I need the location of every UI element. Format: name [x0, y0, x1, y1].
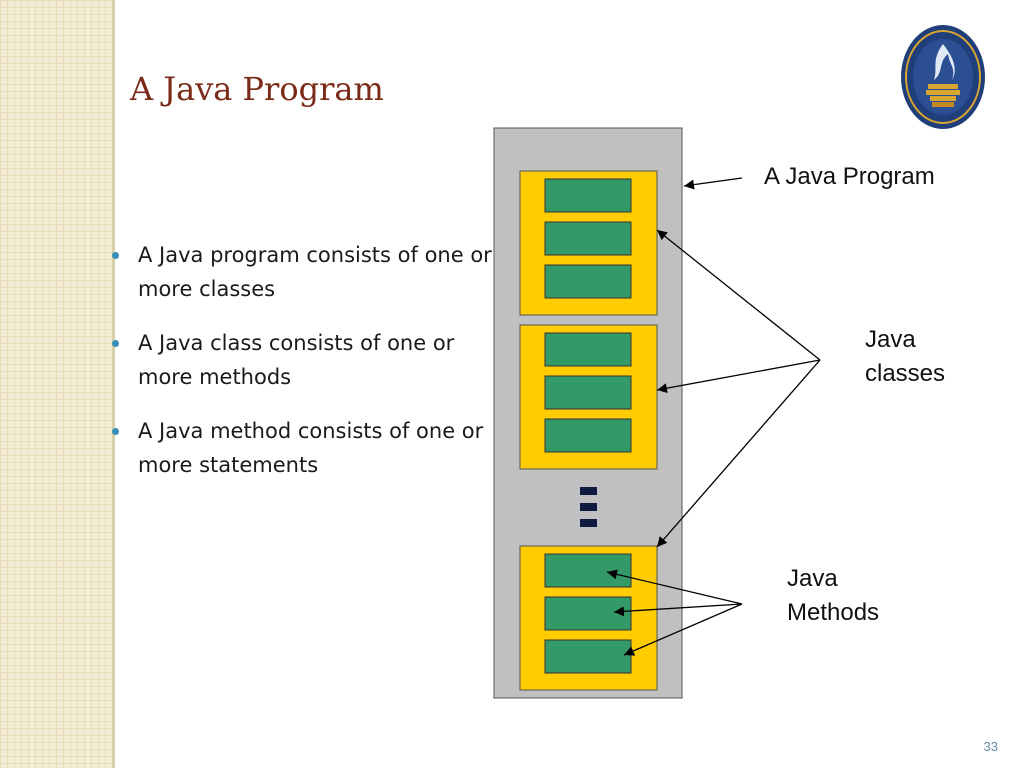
- classes-arrow: [656, 359, 821, 394]
- classes-label-line: Java: [865, 326, 916, 353]
- program-label: A Java Program: [764, 163, 935, 190]
- method-box: [544, 639, 632, 674]
- method-box: [544, 332, 632, 367]
- methods-label-line: Java: [787, 565, 838, 592]
- program-arrow: [683, 177, 743, 190]
- methods-label: Java Methods: [787, 562, 879, 630]
- method-box: [544, 264, 632, 299]
- bullet-dot-icon: [112, 252, 119, 259]
- classes-arrow: [656, 359, 821, 548]
- bullet-text: A Java program consists of one or more c…: [138, 243, 492, 301]
- bullet-item: A Java method consists of one or more st…: [112, 414, 492, 482]
- page-number: 33: [983, 739, 998, 754]
- side-band-divider: [112, 0, 115, 768]
- bullet-item: A Java program consists of one or more c…: [112, 238, 492, 306]
- method-box: [544, 553, 632, 588]
- methods-arrow: [606, 569, 743, 605]
- classes-arrow: [656, 229, 821, 361]
- ellipsis-dash: [580, 519, 597, 527]
- bullet-text: A Java class consists of one or more met…: [138, 331, 455, 389]
- slide-title: A Java Program: [130, 70, 384, 108]
- university-logo: [901, 25, 985, 129]
- bullet-text: A Java method consists of one or more st…: [138, 419, 484, 477]
- bullet-item: A Java class consists of one or more met…: [112, 326, 492, 394]
- bullet-dot-icon: [112, 428, 119, 435]
- method-box: [544, 178, 632, 213]
- methods-arrow: [613, 603, 743, 617]
- method-box: [544, 221, 632, 256]
- decorative-side-band: [0, 0, 112, 768]
- bullet-list: A Java program consists of one or more c…: [112, 238, 492, 502]
- bullet-dot-icon: [112, 340, 119, 347]
- classes-label-line: classes: [865, 360, 946, 387]
- classes-label: Java classes: [865, 323, 945, 391]
- ellipsis-dash: [580, 503, 597, 511]
- method-box: [544, 596, 632, 631]
- method-box: [544, 418, 632, 453]
- method-box: [544, 375, 632, 410]
- methods-arrow: [623, 603, 743, 656]
- ellipsis-dash: [580, 487, 597, 495]
- methods-label-line: Methods: [787, 599, 880, 626]
